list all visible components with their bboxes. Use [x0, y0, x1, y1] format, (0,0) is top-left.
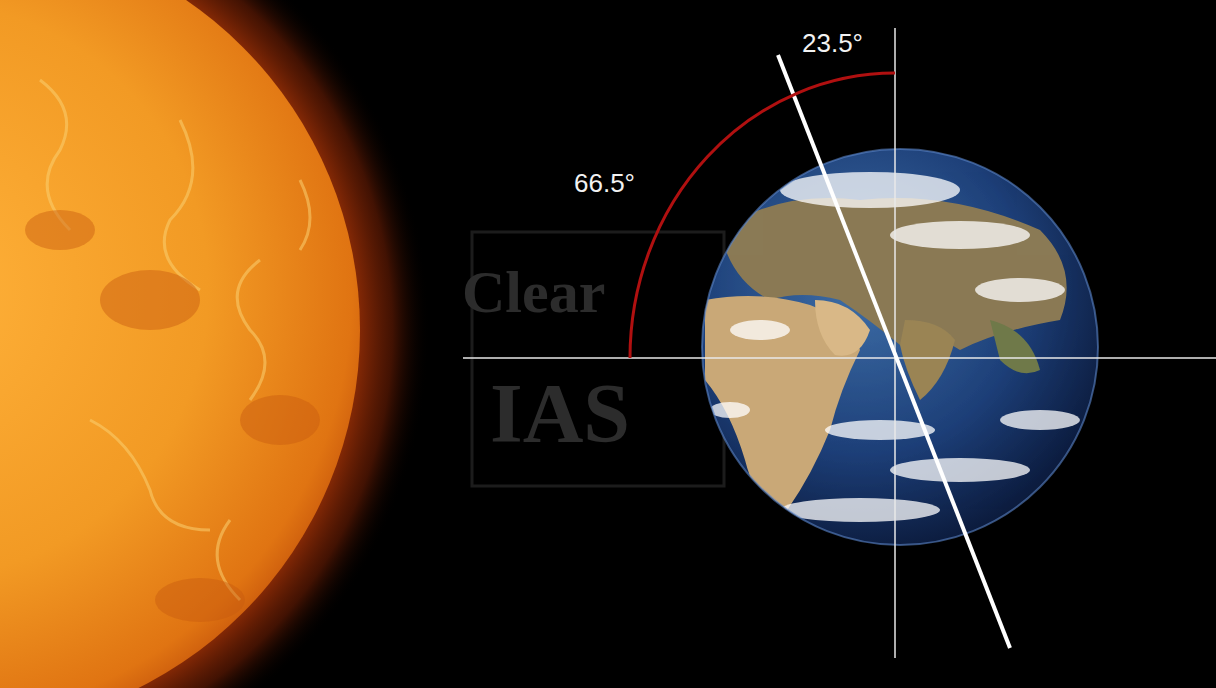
sun-corona: [0, 0, 430, 688]
angle-arc: [630, 73, 895, 358]
sun: [0, 0, 360, 688]
vertical-line: [894, 28, 896, 658]
angle-label: 23.5°: [802, 30, 863, 56]
earth: [702, 149, 1098, 545]
sun-texture: [40, 80, 310, 600]
orbital-plane-line: [463, 357, 1216, 359]
angle-label: 66.5°: [574, 170, 635, 196]
earth-axis: [778, 55, 1010, 648]
watermark: IAS: [490, 372, 630, 456]
watermark: Clear: [462, 262, 605, 322]
